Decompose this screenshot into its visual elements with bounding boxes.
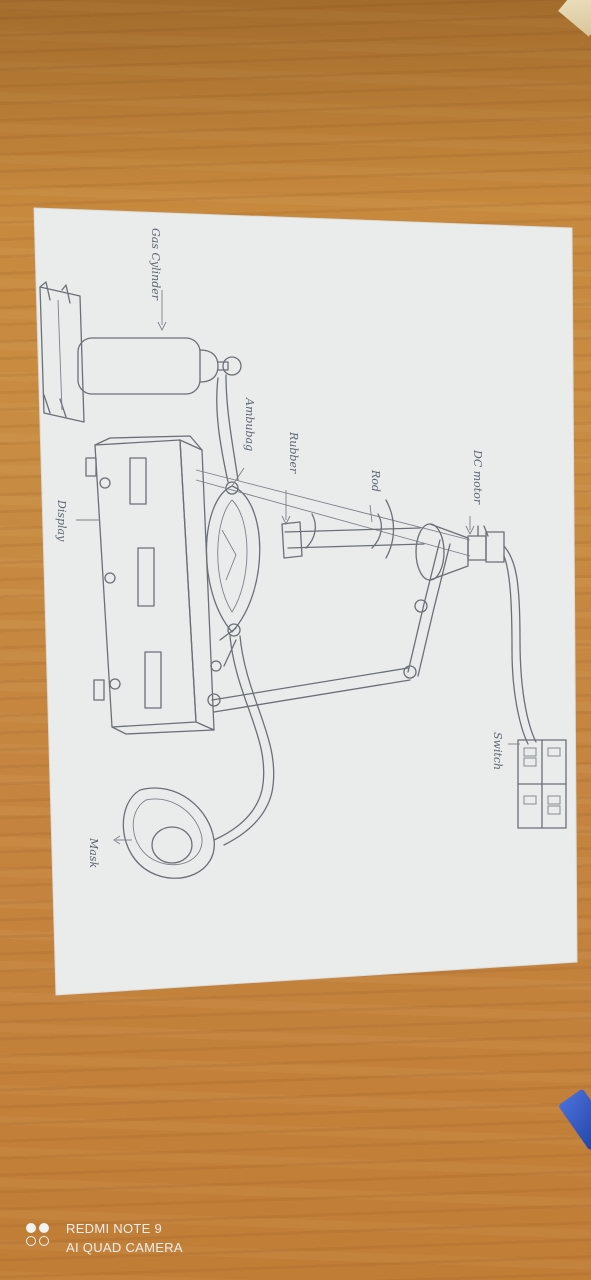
label-mask-group: Mask [87, 835, 132, 868]
label-mask: Mask [87, 837, 100, 868]
label-rod: Rod [369, 469, 382, 492]
label-dc-motor: DC motor [471, 449, 484, 505]
knob-1 [99, 477, 111, 489]
label-rod-group: Rod [369, 469, 382, 523]
mask-hose [213, 635, 275, 846]
gas-hose [216, 374, 239, 483]
motor-wire [503, 545, 537, 745]
switch-box [517, 739, 567, 829]
label-display: Display [55, 499, 68, 542]
label-ambubag-group: Ambubag [231, 397, 256, 487]
label-ambubag: Ambubag [243, 397, 256, 451]
mask [122, 787, 215, 879]
display-slot-1 [129, 457, 147, 505]
label-rubber: Rubber [287, 431, 300, 474]
table-shadow [0, 0, 591, 210]
watermark-camera: AI QUAD CAMERA [66, 1240, 183, 1255]
paper-sheet [33, 207, 578, 996]
label-display-group: Display [55, 499, 100, 542]
label-dc-motor-group: DC motor [465, 449, 484, 536]
knob-2 [104, 572, 116, 584]
ambubag [205, 481, 261, 637]
watermark-model: REDMI NOTE 9 [66, 1221, 163, 1236]
label-gas-cylinder: Gas Cylinder [149, 228, 162, 301]
base-box [85, 435, 215, 735]
label-switch: Switch [491, 732, 504, 770]
display-slot-3 [144, 651, 162, 709]
rubber-pads [281, 499, 395, 559]
label-gas-cylinder-group: Gas Cylinder [149, 228, 167, 332]
label-switch-group: Switch [491, 732, 520, 770]
cylinder-stand [39, 281, 85, 423]
knob-3 [109, 678, 121, 690]
gas-cylinder [77, 337, 242, 395]
display-slot-2 [137, 547, 155, 607]
camera-lens-icon [26, 1223, 56, 1253]
linkage-arms [195, 469, 471, 713]
label-rubber-group: Rubber [281, 431, 300, 526]
camera-watermark: REDMI NOTE 9 AI QUAD CAMERA [26, 1219, 226, 1259]
